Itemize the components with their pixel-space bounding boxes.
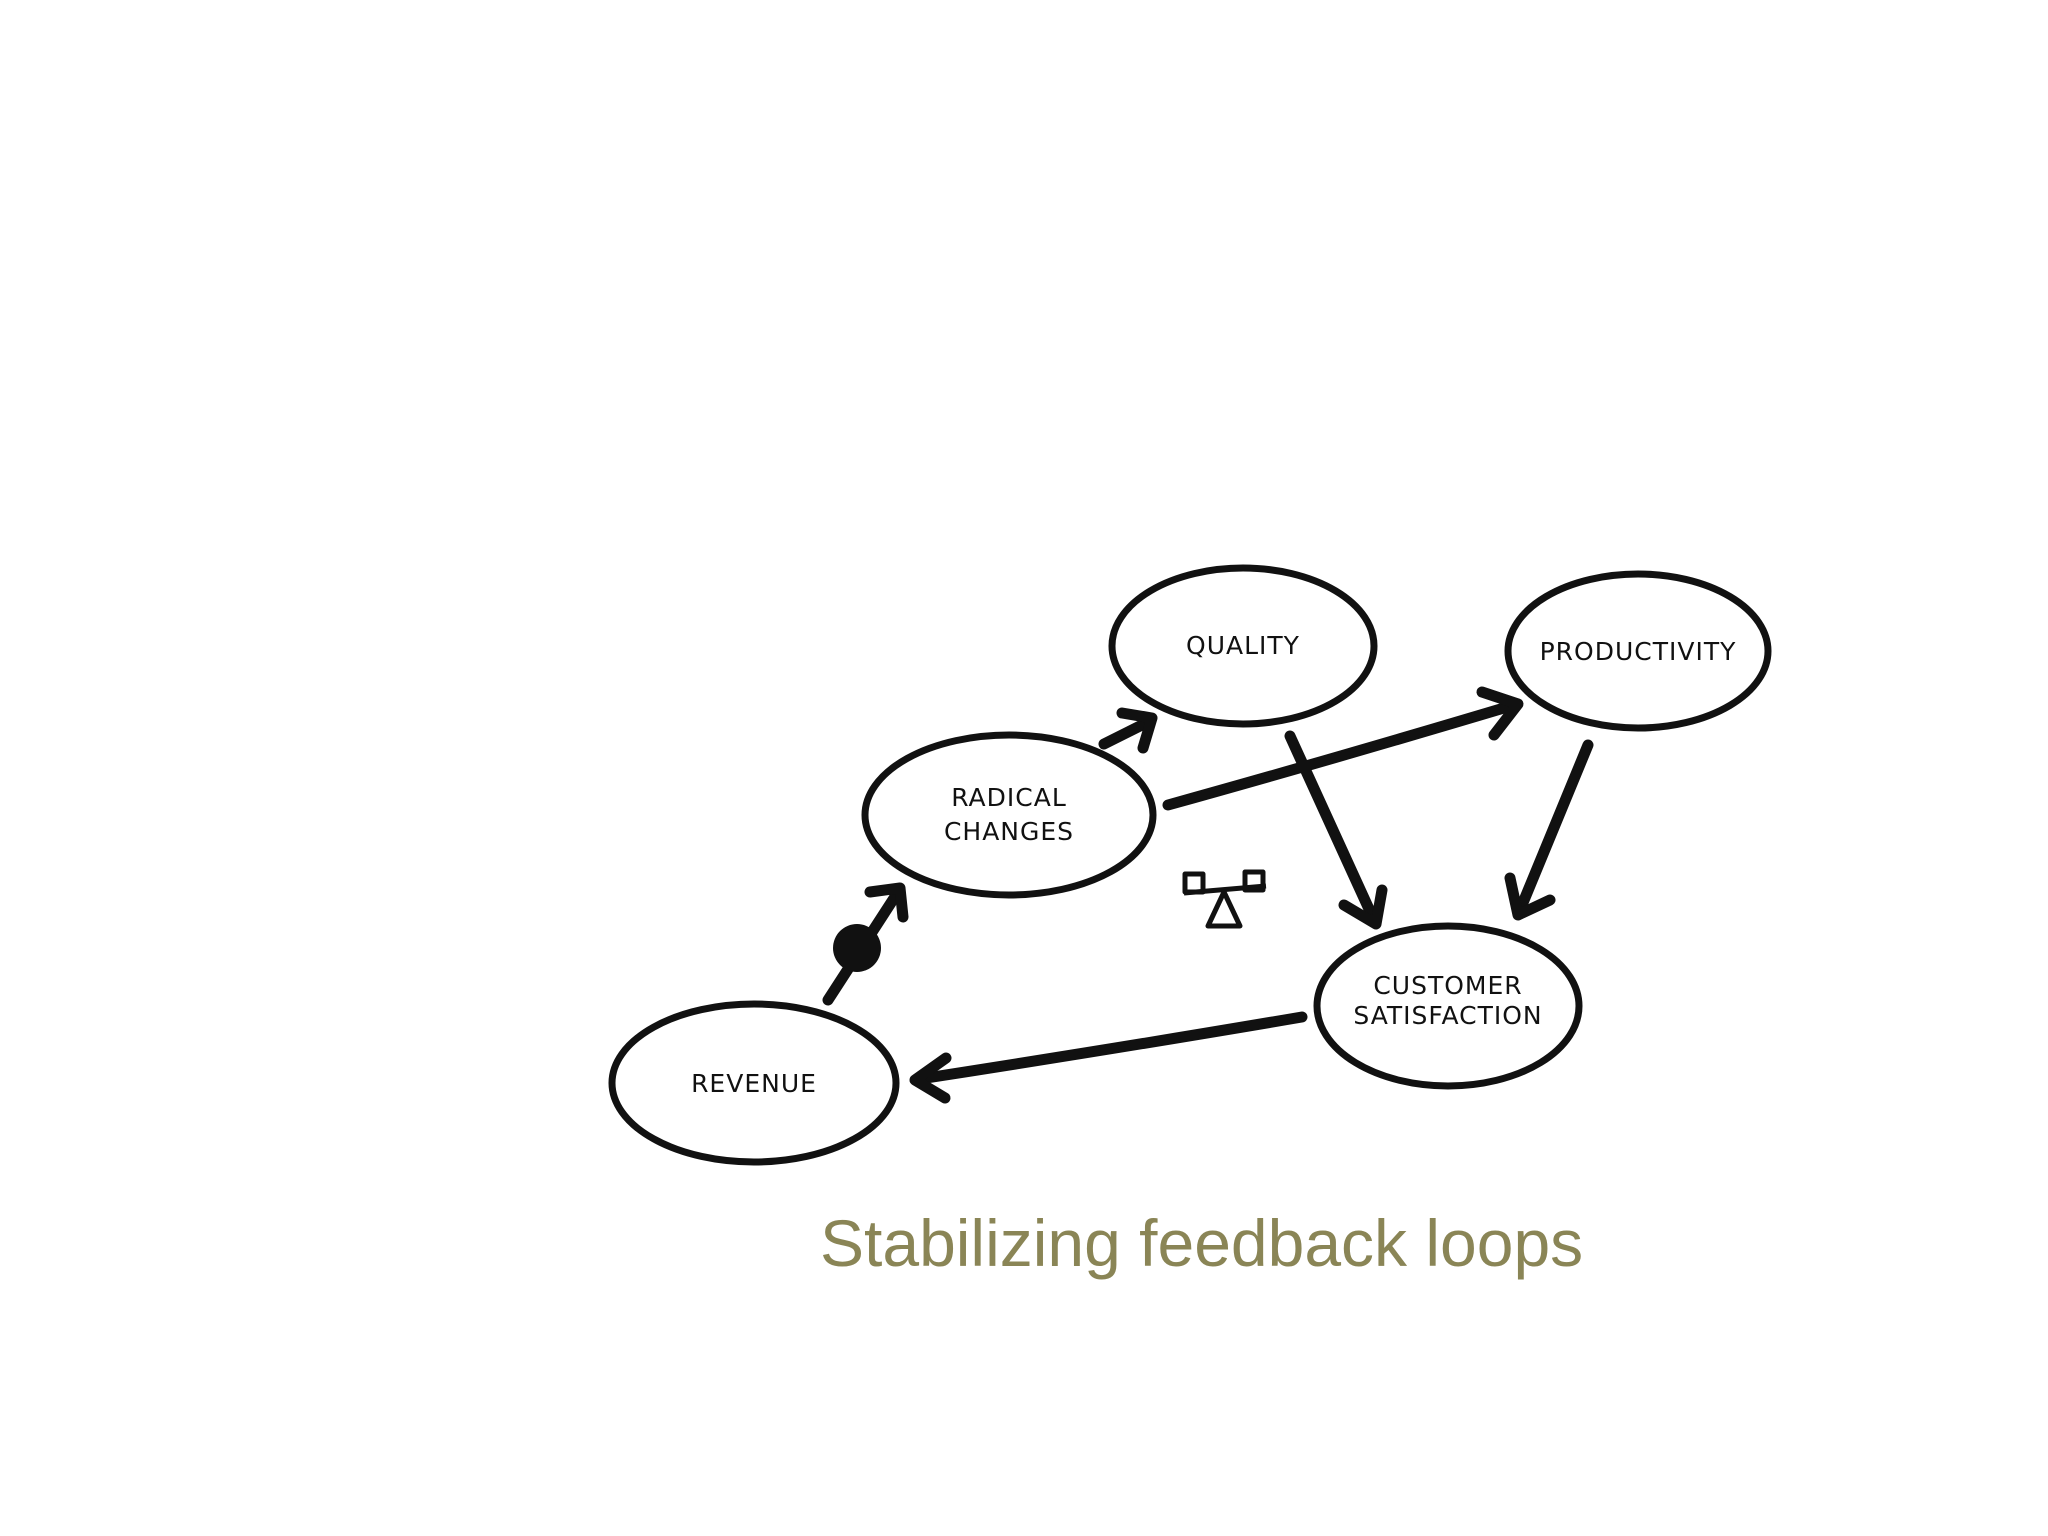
- edge-customer-satisfaction-to-revenue: [909, 1011, 1308, 1104]
- node-label-productivity: PRODUCTIVITY: [1540, 637, 1737, 666]
- edge-productivity-to-customer-satisfaction: [1504, 739, 1594, 921]
- node-label-customer-satisfaction-line2: SATISFACTION: [1353, 1001, 1542, 1030]
- node-productivity: PRODUCTIVITY: [1504, 570, 1772, 732]
- node-radical-changes: RADICAL CHANGES: [861, 731, 1157, 899]
- node-quality: QUALITY: [1108, 564, 1378, 728]
- opposite-link-dot-icon: [833, 924, 881, 972]
- node-revenue: REVENUE: [608, 1000, 900, 1166]
- node-customer-satisfaction: CUSTOMER SATISFACTION: [1313, 922, 1583, 1090]
- edge-radical-changes-to-quality: [1098, 707, 1158, 754]
- node-label-customer-satisfaction-line1: CUSTOMER: [1373, 971, 1522, 1000]
- node-label-radical-changes-line2: CHANGES: [944, 817, 1074, 846]
- node-label-radical-changes-line1: RADICAL: [951, 783, 1067, 812]
- diagram-edges: [822, 686, 1594, 1104]
- node-label-revenue: REVENUE: [691, 1069, 817, 1098]
- node-label-quality: QUALITY: [1186, 631, 1300, 660]
- edge-quality-to-customer-satisfaction: [1284, 730, 1388, 930]
- edge-radical-changes-to-productivity: [1162, 686, 1524, 811]
- edge-revenue-to-radical-changes: [822, 882, 909, 1006]
- balance-seesaw-icon: [1182, 869, 1267, 929]
- slide-caption: Stabilizing feedback loops: [820, 1206, 1584, 1280]
